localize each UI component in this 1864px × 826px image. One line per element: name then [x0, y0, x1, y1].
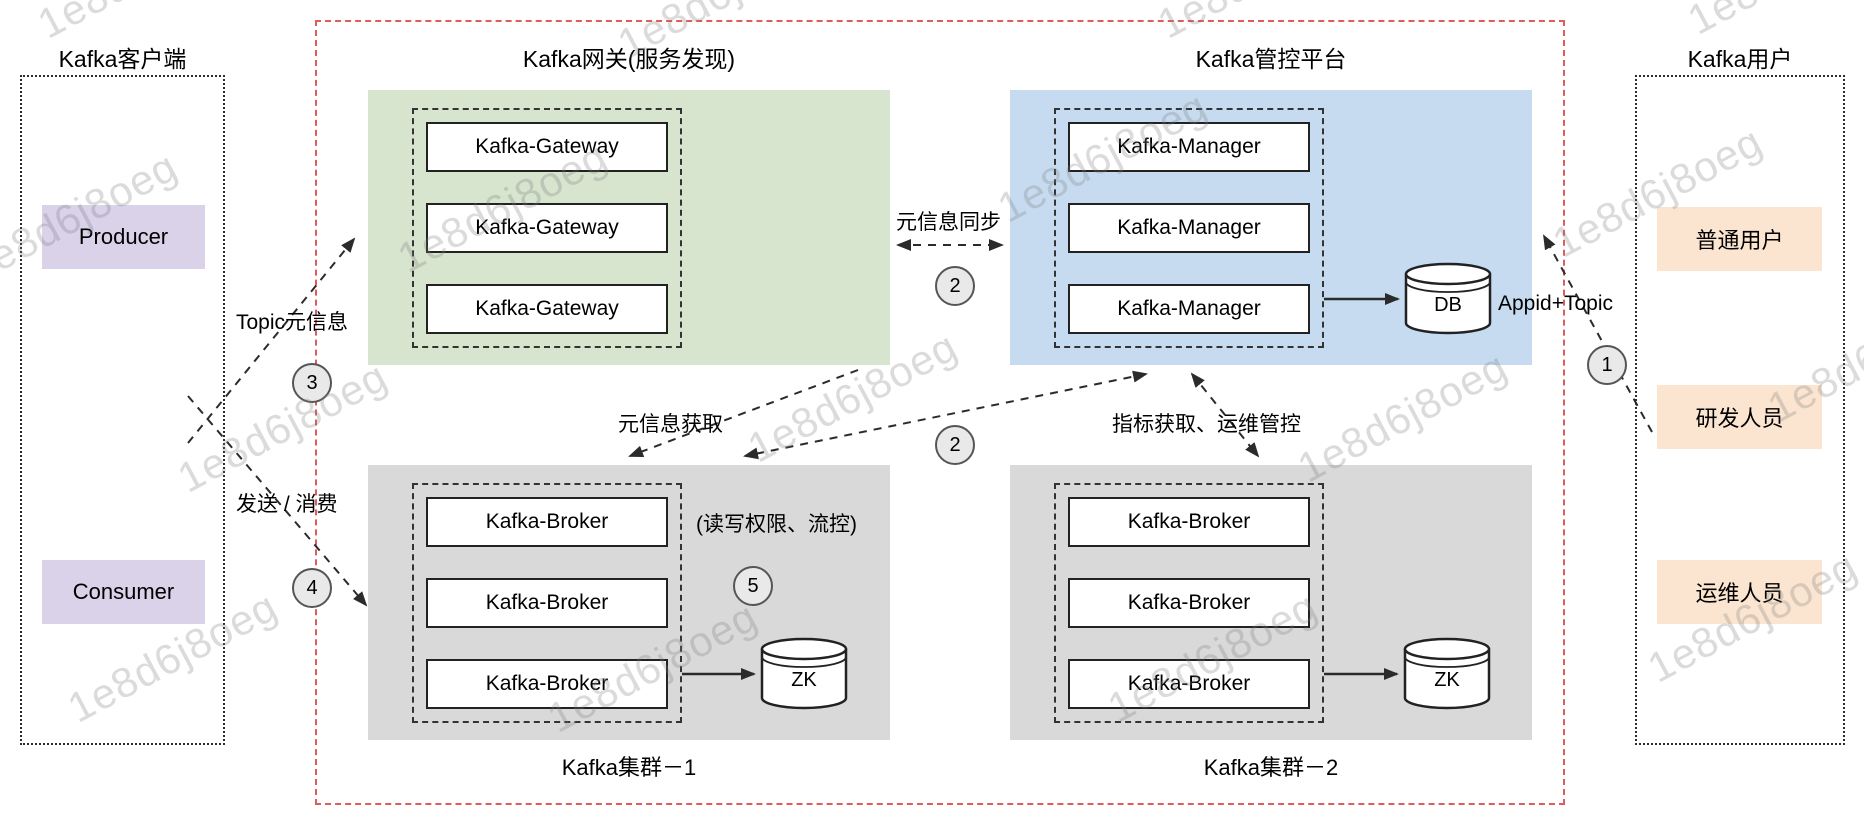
gateway-panel-title: Kafka网关(服务发现)	[522, 46, 736, 72]
label-appid-topic: Appid+Topic	[1498, 292, 1613, 315]
broker-node: Kafka-Broker	[1068, 578, 1310, 628]
step-badge-2-metrics: 2	[935, 425, 975, 465]
cluster2-block: Kafka-Broker Kafka-Broker Kafka-Broker	[1010, 465, 1532, 740]
manager-node: Kafka-Manager	[1068, 122, 1310, 172]
users-panel-title: Kafka用户	[1687, 46, 1793, 72]
zookeeper2-cylinder-icon: ZK	[1403, 636, 1491, 717]
cluster1-caption: Kafka集群－1	[561, 755, 697, 780]
broker-node: Kafka-Broker	[426, 578, 668, 628]
label-send-consume: 发送 / 消费	[236, 493, 338, 516]
broker-node: Kafka-Broker	[1068, 497, 1310, 547]
user-item-developer: 研发人员	[1657, 385, 1822, 449]
step-badge-5: 5	[733, 566, 773, 606]
client-panel-title: Kafka客户端	[58, 46, 187, 72]
gateway-node-group: Kafka-Gateway Kafka-Gateway Kafka-Gatewa…	[412, 108, 682, 348]
step-badge-4: 4	[292, 568, 332, 608]
zk2-label: ZK	[1434, 669, 1460, 691]
manager-panel-title: Kafka管控平台	[1195, 46, 1347, 72]
label-rw-limit: (读写权限、流控)	[696, 513, 857, 536]
gateway-node: Kafka-Gateway	[426, 122, 668, 172]
label-topic-meta: Topic元信息	[236, 311, 349, 334]
broker-node: Kafka-Broker	[426, 659, 668, 709]
label-meta-sync: 元信息同步	[896, 211, 1001, 234]
manager-node: Kafka-Manager	[1068, 203, 1310, 253]
zk1-label: ZK	[791, 669, 817, 691]
manager-node-group: Kafka-Manager Kafka-Manager Kafka-Manage…	[1054, 108, 1324, 348]
watermark-text: 1e8d6j8oeg	[1680, 0, 1864, 44]
step-badge-2-sync: 2	[935, 266, 975, 306]
user-item-ordinary: 普通用户	[1657, 207, 1822, 271]
db-cylinder-icon: DB	[1404, 261, 1492, 342]
cluster2-node-group: Kafka-Broker Kafka-Broker Kafka-Broker	[1054, 483, 1324, 723]
gateway-block: Kafka-Gateway Kafka-Gateway Kafka-Gatewa…	[368, 90, 890, 365]
cluster1-node-group: Kafka-Broker Kafka-Broker Kafka-Broker	[412, 483, 682, 723]
producer-node: Producer	[42, 205, 205, 269]
user-item-ops: 运维人员	[1657, 560, 1822, 624]
step-badge-1: 1	[1587, 345, 1627, 385]
client-panel: Producer Consumer	[20, 75, 225, 745]
broker-node: Kafka-Broker	[1068, 659, 1310, 709]
step-badge-3: 3	[292, 363, 332, 403]
label-meta-fetch: 元信息获取	[618, 413, 723, 436]
zookeeper1-cylinder-icon: ZK	[760, 636, 848, 717]
manager-node: Kafka-Manager	[1068, 284, 1310, 334]
db-label: DB	[1434, 294, 1462, 316]
cluster2-caption: Kafka集群－2	[1203, 755, 1339, 780]
broker-node: Kafka-Broker	[426, 497, 668, 547]
users-panel: 普通用户 研发人员 运维人员	[1635, 75, 1845, 745]
consumer-node: Consumer	[42, 560, 205, 624]
gateway-node: Kafka-Gateway	[426, 203, 668, 253]
label-metrics-ops: 指标获取、运维管控	[1112, 413, 1301, 436]
gateway-node: Kafka-Gateway	[426, 284, 668, 334]
